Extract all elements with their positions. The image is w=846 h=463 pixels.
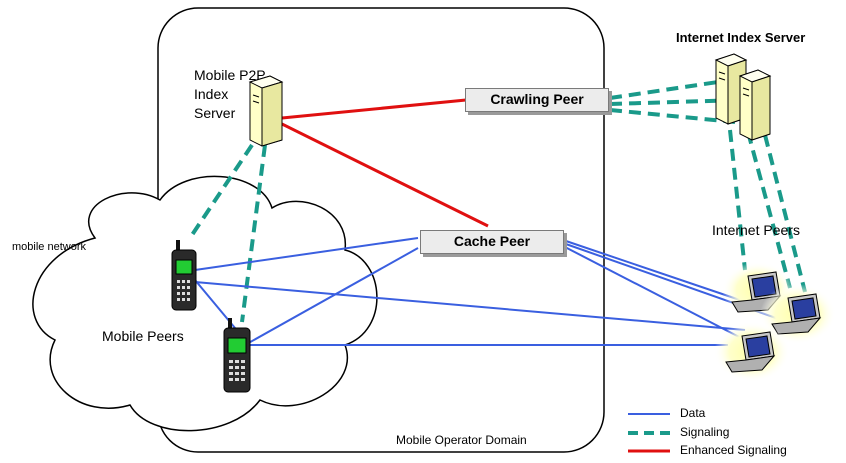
- laptop-icon: [760, 284, 836, 344]
- mobile-network-cloud: [32, 175, 378, 432]
- internet-index-server-label: Internet Index Server: [676, 30, 806, 45]
- label-line: Server: [194, 105, 236, 121]
- crawling-peer-box: Crawling Peer: [465, 88, 609, 112]
- mobile-network-label: mobile network: [12, 241, 86, 253]
- legend-data-label: Data: [680, 406, 706, 420]
- signaling-lines: [188, 80, 807, 323]
- mobile-phone-icon: [223, 318, 251, 393]
- label-line: Index: [194, 86, 229, 102]
- mobile-p2p-index-server-label: Mobile P2P Index Server: [194, 66, 266, 123]
- legend-signaling-label: Signaling: [680, 425, 730, 439]
- mobile-operator-domain-label: Mobile Operator Domain: [396, 433, 527, 447]
- legend-lines: [628, 413, 670, 453]
- enhanced-signaling-lines: [281, 98, 489, 228]
- mobile-phone-icon: [171, 240, 197, 311]
- cache-peer-box: Cache Peer: [420, 230, 564, 254]
- mobile-peers-label: Mobile Peers: [102, 328, 184, 344]
- internet-peers-label: Internet Peers: [712, 222, 800, 238]
- laptop-icon: [714, 322, 790, 382]
- mobile-p2p-index-server-icon: [248, 75, 284, 147]
- label-line: Mobile P2P: [194, 67, 266, 83]
- internet-index-server-icon: [714, 53, 772, 141]
- legend-enhanced-signaling-label: Enhanced Signaling: [680, 443, 787, 457]
